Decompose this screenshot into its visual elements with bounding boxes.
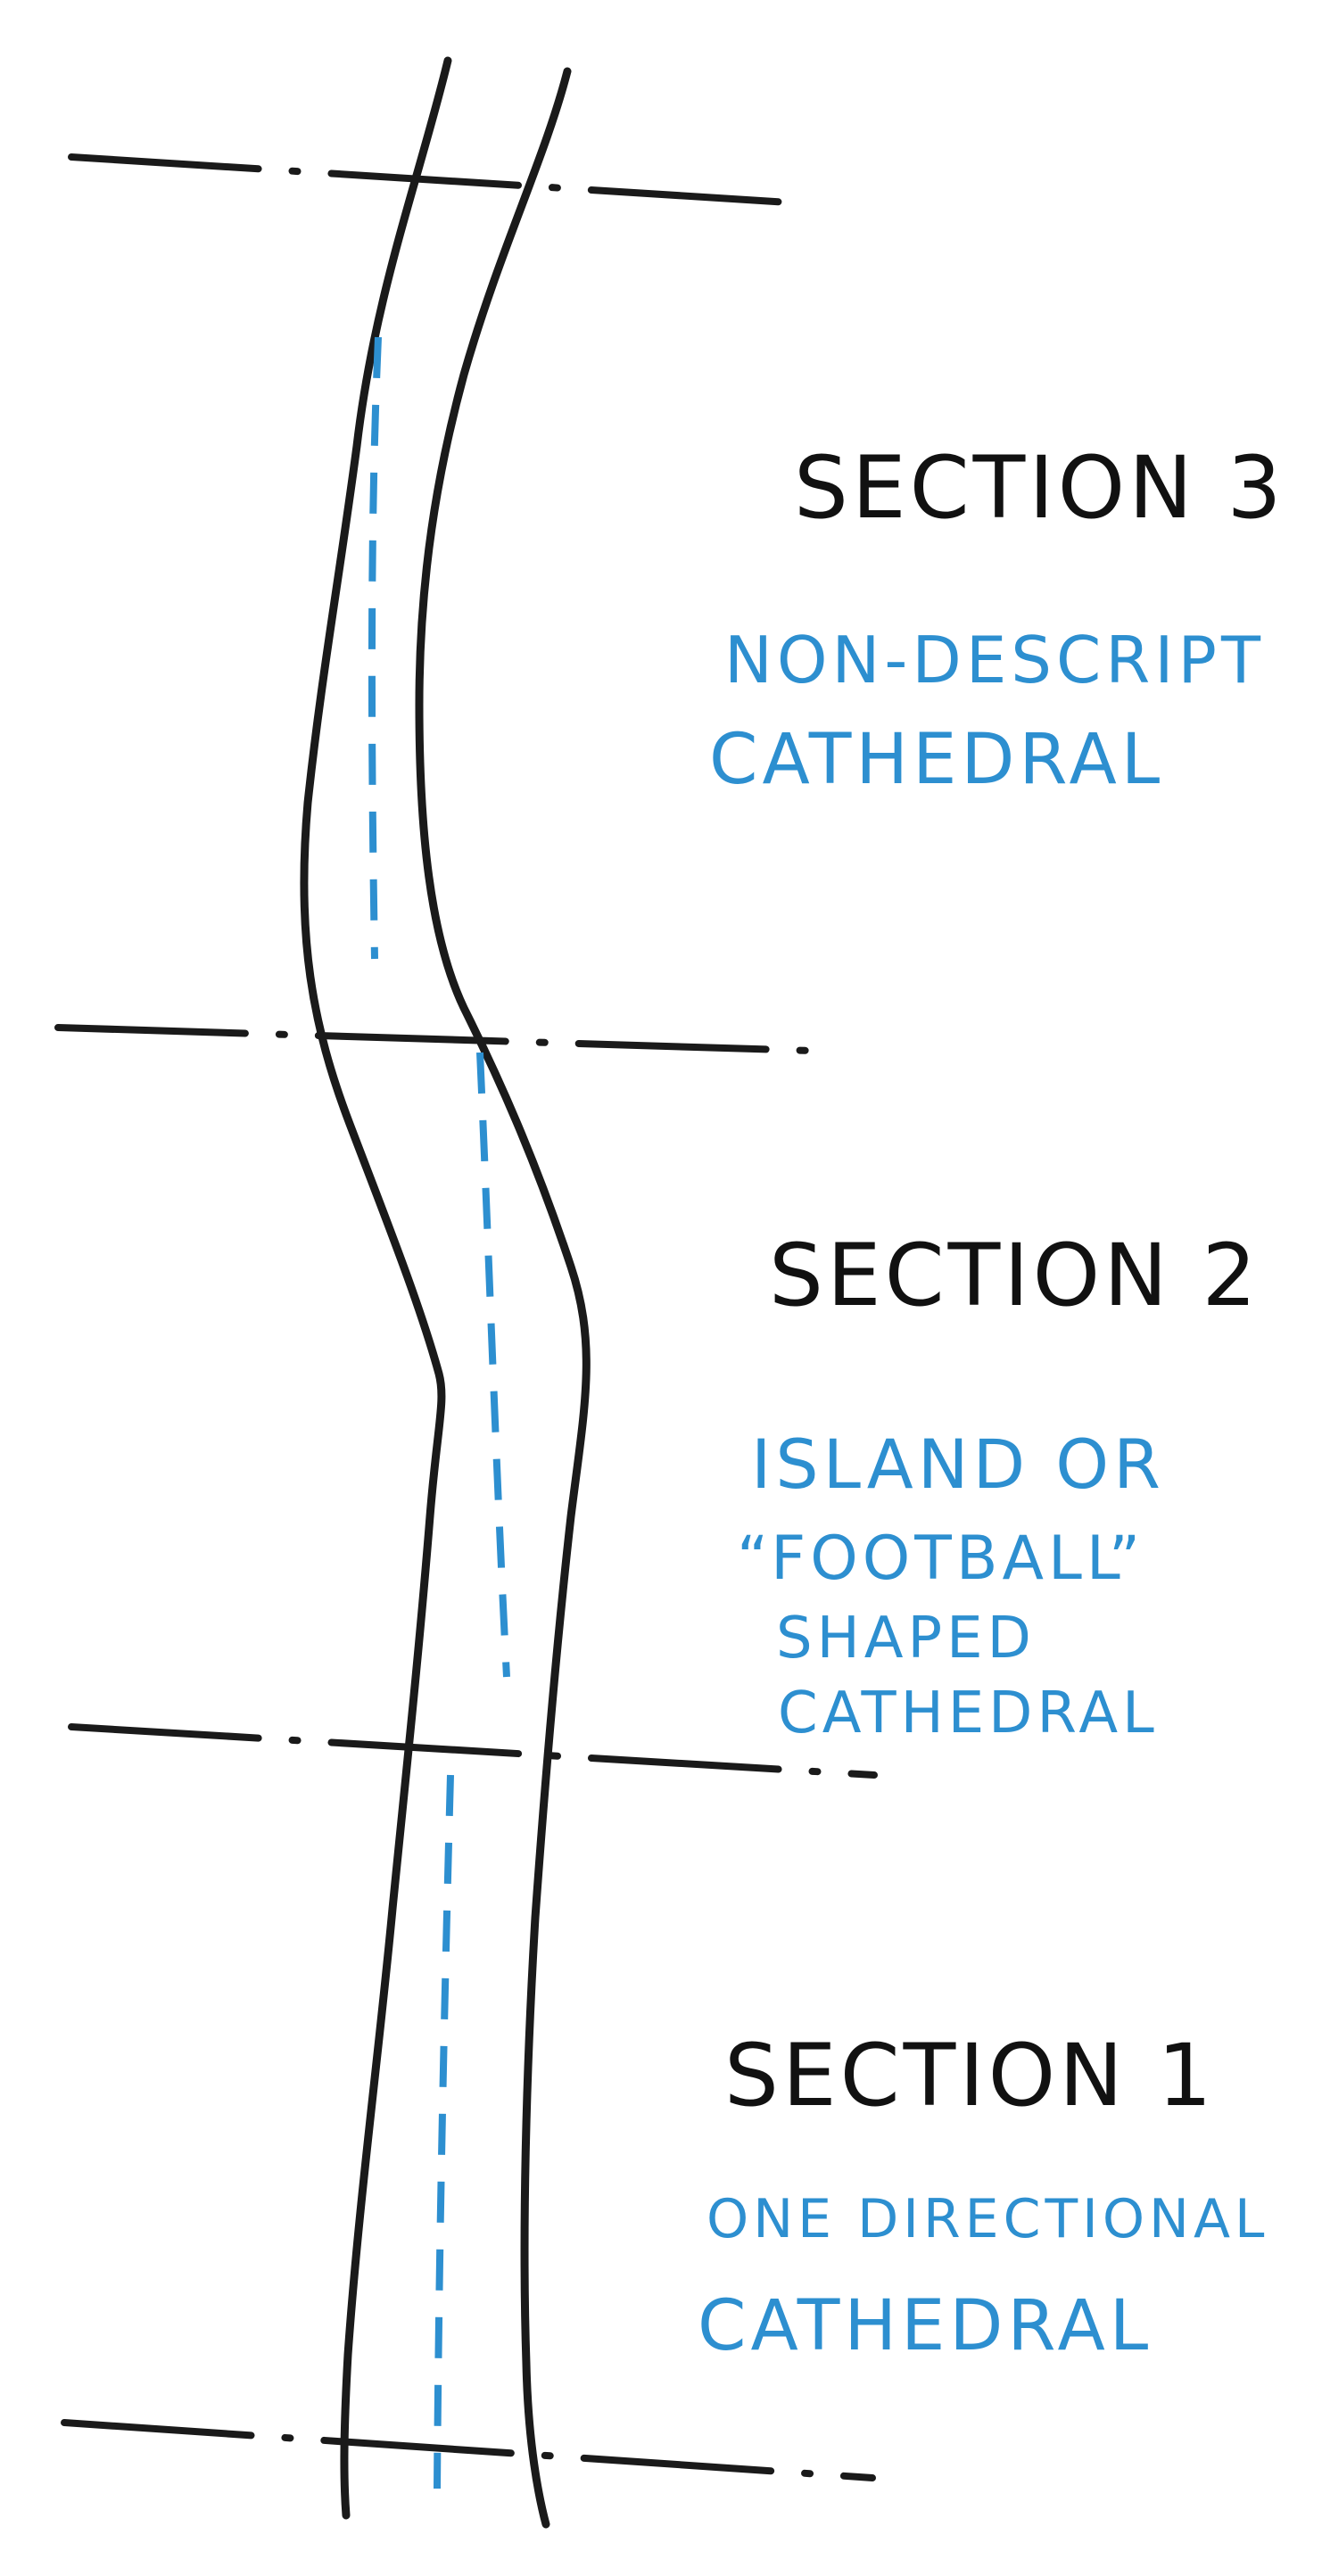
section-2-note-line-2: “FOOTBALL” [737,1523,1144,1594]
section-3-note-line-1: NON-DESCRIPT [724,623,1265,698]
lane-line-section-3 [368,336,382,960]
section-3-label-group: SECTION 3 NON-DESCRIPT CATHEDRAL [709,438,1285,800]
boundary-line-section-2-1 [68,1723,878,1779]
lane-markings [368,336,510,2489]
road [300,56,591,2529]
road-edge-left [300,56,452,2520]
section-2-note-line-3: SHAPED [776,1606,1036,1672]
section-2-heading: SECTION 2 [769,1226,1260,1325]
section-3-note-line-2: CATHEDRAL [709,720,1164,800]
boundary-line-top [68,153,806,207]
section-2-note-line-1: ISLAND OR [751,1424,1165,1504]
section-2-note-line-4: CATHEDRAL [778,1680,1159,1746]
boundary-line-bottom [61,2419,876,2481]
boundary-line-section-3-2 [54,1024,815,1054]
road-edge-right [415,67,591,2529]
section-1-note-line-1: ONE DIRECTIONAL [706,2188,1268,2250]
section-3-heading: SECTION 3 [794,438,1285,538]
section-boundaries [54,153,878,2481]
section-1-note-line-2: CATHEDRAL [698,2286,1153,2366]
section-1-label-group: SECTION 1 ONE DIRECTIONAL CATHEDRAL [698,2026,1268,2366]
section-1-heading: SECTION 1 [724,2026,1216,2126]
lane-line-section-2 [476,1052,510,1678]
lane-line-section-1 [434,1774,454,2489]
section-2-label-group: SECTION 2 ISLAND OR “FOOTBALL” SHAPED CA… [737,1226,1260,1746]
